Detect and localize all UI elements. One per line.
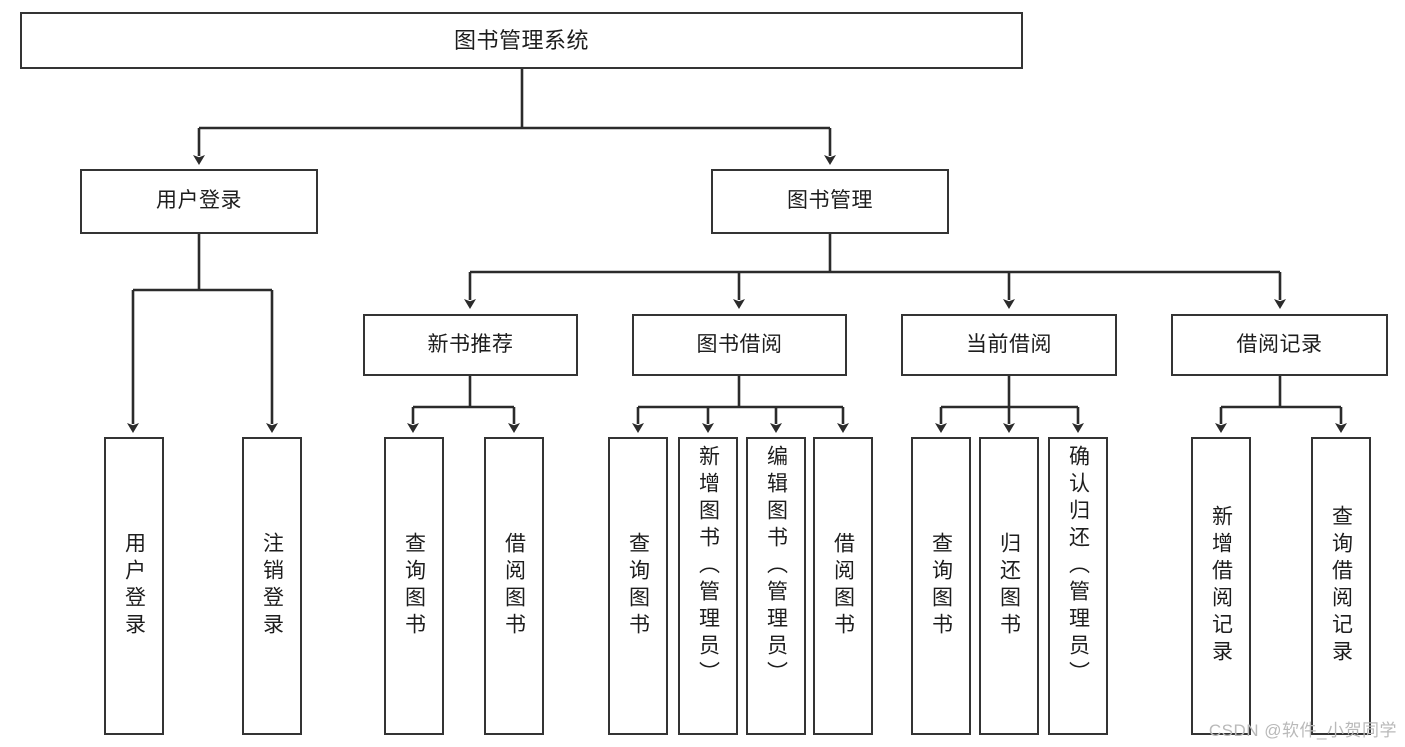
node-label: 图书借阅 bbox=[696, 332, 783, 356]
node-label: 注销登录 bbox=[260, 532, 284, 640]
node-root-system[interactable]: 图书管理系统 bbox=[20, 12, 1023, 69]
node-book-management[interactable]: 图书管理 bbox=[711, 169, 949, 234]
node-label: 图书管理系统 bbox=[453, 27, 589, 53]
node-label: 新增借阅记录 bbox=[1209, 505, 1233, 667]
node-label: 图书管理 bbox=[787, 189, 873, 213]
leaf-recommend-query-book[interactable]: 查询图书 bbox=[384, 437, 444, 735]
node-label: 查询借阅记录 bbox=[1329, 505, 1353, 667]
leaf-borrow-query-book[interactable]: 查询图书 bbox=[608, 437, 668, 735]
node-current-borrow[interactable]: 当前借阅 bbox=[901, 314, 1117, 376]
node-label: 查询图书 bbox=[402, 532, 426, 640]
leaf-borrow-edit-book-admin[interactable]: 编辑图书（管理员） bbox=[746, 437, 806, 735]
node-label: 查询图书 bbox=[929, 532, 953, 640]
node-borrow-record[interactable]: 借阅记录 bbox=[1171, 314, 1388, 376]
node-user-login[interactable]: 用户登录 bbox=[80, 169, 318, 234]
leaf-current-return-book[interactable]: 归还图书 bbox=[979, 437, 1039, 735]
node-label: 新书推荐 bbox=[427, 332, 514, 356]
leaf-current-confirm-return-admin[interactable]: 确认归还（管理员） bbox=[1048, 437, 1108, 735]
leaf-current-query-book[interactable]: 查询图书 bbox=[911, 437, 971, 735]
leaf-record-add-record[interactable]: 新增借阅记录 bbox=[1191, 437, 1251, 735]
leaf-recommend-borrow-book[interactable]: 借阅图书 bbox=[484, 437, 544, 735]
node-label: 用户登录 bbox=[122, 532, 146, 640]
node-label: 归还图书 bbox=[997, 532, 1021, 640]
node-label: 借阅图书 bbox=[831, 532, 855, 640]
node-label: 新增图书（管理员） bbox=[696, 445, 720, 688]
node-book-borrow[interactable]: 图书借阅 bbox=[632, 314, 847, 376]
watermark-text: CSDN @软件_小贺同学 bbox=[1208, 721, 1397, 740]
leaf-borrow-borrow-book[interactable]: 借阅图书 bbox=[813, 437, 873, 735]
leaf-user-login-login[interactable]: 用户登录 bbox=[104, 437, 164, 735]
leaf-record-query-record[interactable]: 查询借阅记录 bbox=[1311, 437, 1371, 735]
node-label: 查询图书 bbox=[626, 532, 650, 640]
leaf-borrow-add-book-admin[interactable]: 新增图书（管理员） bbox=[678, 437, 738, 735]
node-new-book-recommend[interactable]: 新书推荐 bbox=[363, 314, 578, 376]
node-label: 确认归还（管理员） bbox=[1066, 445, 1090, 688]
node-label: 借阅记录 bbox=[1236, 332, 1323, 356]
node-label: 当前借阅 bbox=[966, 332, 1052, 356]
node-label: 借阅图书 bbox=[502, 532, 526, 640]
leaf-user-login-logout[interactable]: 注销登录 bbox=[242, 437, 302, 735]
node-label: 编辑图书（管理员） bbox=[764, 445, 788, 688]
node-label: 用户登录 bbox=[156, 189, 242, 213]
